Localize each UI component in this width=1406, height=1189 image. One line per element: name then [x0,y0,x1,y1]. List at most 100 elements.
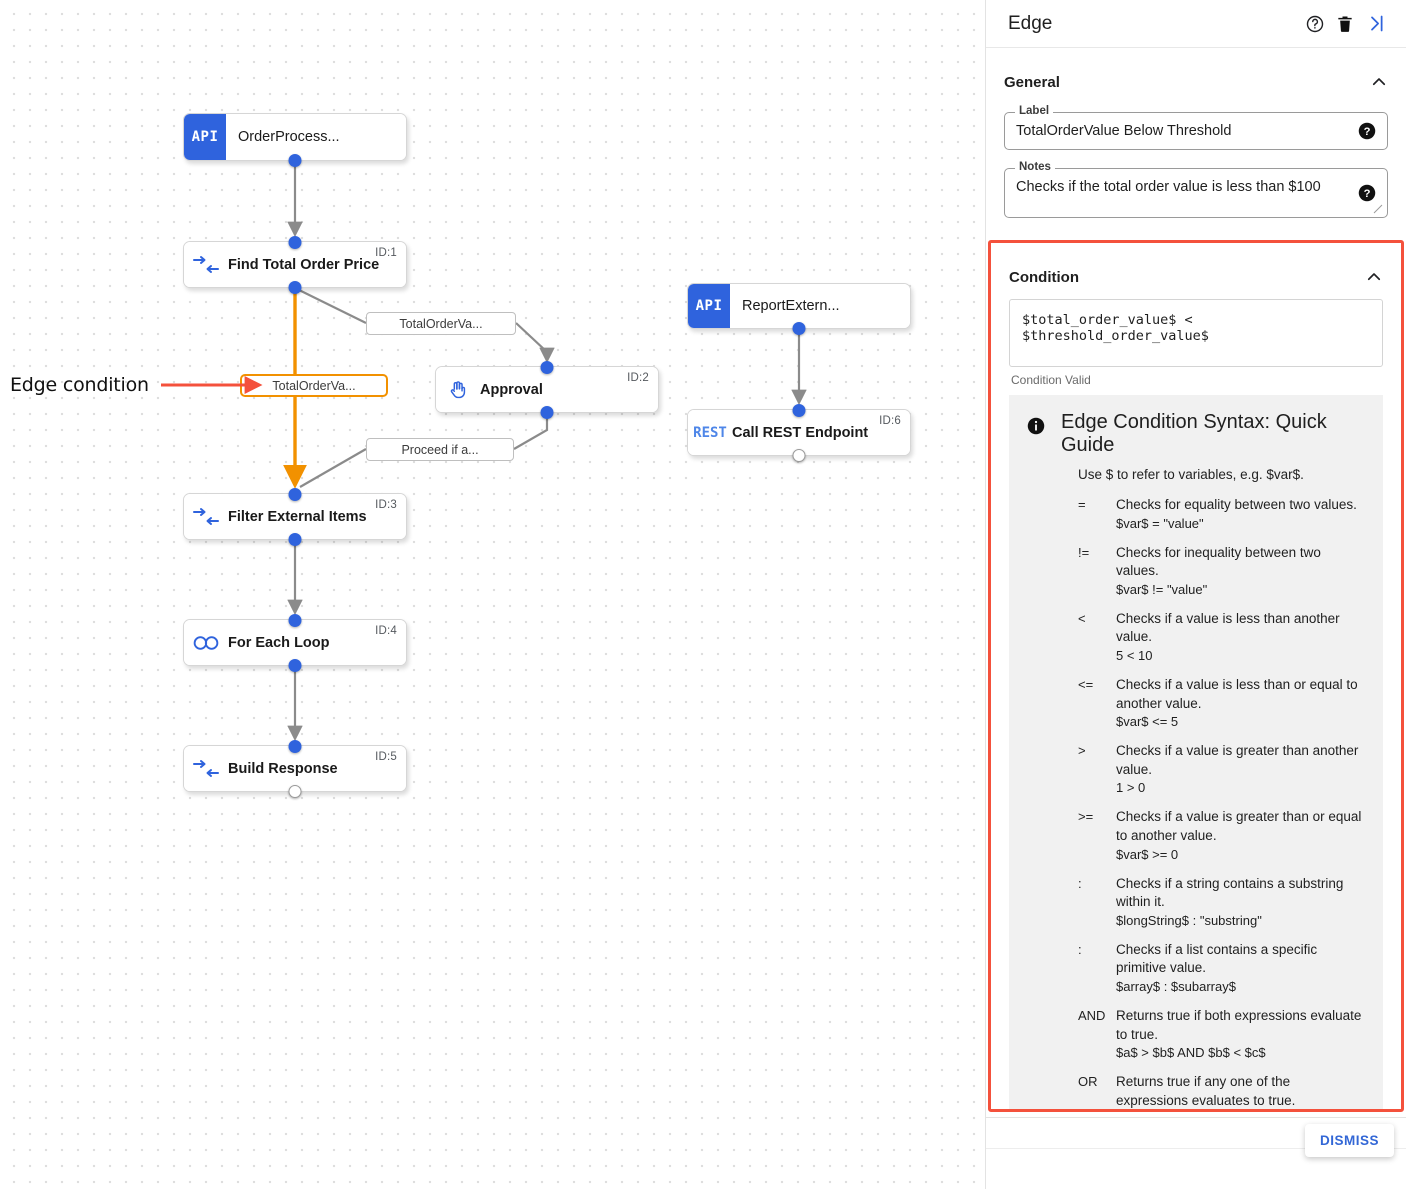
operator-symbol: > [1078,743,1086,759]
node-output-port[interactable] [540,405,554,419]
operator-description: Checks for equality between two values. [1116,497,1357,512]
operator-row: <= Checks if a value is less than or equa… [1078,676,1365,731]
node-input-port[interactable] [288,487,302,501]
condition-status: Condition Valid [1011,373,1091,387]
panel-footer-divider-2 [986,1148,1406,1149]
operator-description: Checks if a value is greater than or equ… [1116,809,1362,843]
node-output-port[interactable] [288,153,302,167]
label-field[interactable]: Label TotalOrderValue Below Threshold ? [1004,105,1388,150]
api-badge: API [184,114,226,160]
operator-example: $var$ <= 5 [1116,714,1179,730]
node-title: OrderProcess... [238,129,340,145]
node-input-port[interactable] [288,739,302,753]
node-output-port[interactable] [288,280,302,294]
operator-description: Checks if a value is greater than anothe… [1116,743,1359,777]
notes-help-icon[interactable]: ? [1358,184,1376,202]
syntax-guide-panel: Edge Condition Syntax: Quick Guide Use $… [1009,395,1383,1112]
operator-description: Checks if a value is less than another v… [1116,610,1340,645]
operator-description: Checks if a string contains a substring … [1116,875,1344,910]
operator-symbol: >= [1078,809,1094,825]
notes-resize-handle[interactable] [1373,204,1383,214]
flow-node[interactable]: API OrderProcess... [183,113,407,167]
operator-description: Checks if a value is less than or equal … [1116,676,1358,711]
operator-symbol: : [1078,941,1082,957]
edge-label-selected[interactable]: TotalOrderVa... [240,374,388,397]
operator-example: $a$ > $b$ AND $b$ < $c$ [1116,1045,1266,1061]
node-title: ReportExtern... [742,298,840,314]
collapse-panel-icon[interactable] [1360,9,1390,39]
operator-description: Returns true if both expressions evaluat… [1116,1007,1362,1042]
flow-canvas[interactable]: API OrderProcess... Find Total Order Price… [0,0,985,1189]
merge-icon [184,255,228,275]
operator-example: $var$ != "value" [1116,581,1208,597]
operator-row: <Checks if a value is less than another … [1078,610,1365,665]
general-section-header[interactable]: General [1004,60,1388,104]
operator-example: $var$ = "value" [1116,515,1204,531]
operator-example: $longString$ : "substring" [1116,912,1262,928]
node-input-port[interactable] [288,613,302,627]
node-id-tag: ID:5 [375,751,397,763]
operator-symbol: AND [1078,1007,1106,1023]
operator-example: 1 > 0 [1116,780,1146,796]
operator-symbol: OR [1078,1074,1098,1090]
condition-section-title: Condition [1009,268,1079,286]
edge-label[interactable]: Proceed if a... [366,438,514,461]
operator-row: AND Returns true if both expressions eval… [1078,1007,1365,1062]
operator-description: Checks if a list contains a specific pri… [1116,941,1318,976]
flow-node[interactable]: For Each Loop ID:4 [183,613,407,672]
node-input-port[interactable] [540,360,554,374]
node-id-tag: ID:4 [375,625,397,637]
node-title: For Each Loop [228,634,330,651]
operator-symbol: = [1078,497,1086,512]
node-output-port[interactable] [288,784,302,798]
operator-row: OR Returns true if any one of the express… [1078,1073,1365,1112]
operator-symbol: <= [1078,676,1094,692]
operator-description: Returns true if any one of the expressio… [1116,1074,1296,1108]
chevron-up-icon[interactable] [1365,268,1383,286]
syntax-guide-subtitle: Use $ to refer to variables, e.g. $var$. [1078,467,1304,482]
node-title: Find Total Order Price [228,256,380,273]
operator-row: = Checks for equality between two values.… [1078,496,1365,533]
info-icon [1027,417,1045,435]
notes-field-value[interactable]: Checks if the total order value is less … [1016,179,1321,195]
svg-text:?: ? [1364,126,1371,138]
node-output-port[interactable] [288,658,302,672]
edges-layer [283,161,807,742]
operator-row: > Checks if a value is greater than anoth… [1078,742,1365,797]
node-id-tag: ID:1 [375,247,397,259]
operator-symbol: != [1078,544,1090,560]
hand-icon [436,379,480,401]
dismiss-button[interactable]: DISMISS [1305,1124,1395,1157]
node-output-port[interactable] [288,532,302,546]
condition-section-header[interactable]: Condition [1009,255,1383,299]
general-section: General Label TotalOrderValue Below Thre… [986,60,1406,218]
notes-field[interactable]: Notes Checks if the total order value is… [1004,161,1388,218]
help-circle-icon[interactable] [1300,9,1330,39]
node-output-port[interactable] [792,448,806,462]
panel-title: Edge [1008,12,1053,34]
condition-section-highlight: Condition $total_order_value$ < $thresho… [988,240,1404,1112]
chevron-up-icon[interactable] [1370,73,1388,91]
node-id-tag: ID:3 [375,499,397,511]
flow-node[interactable]: Build Response ID:5 [183,739,407,798]
operator-example: $a$ > $b$ OR $b$ > $c$ [1116,1110,1365,1112]
delete-icon[interactable] [1330,9,1360,39]
node-input-port[interactable] [288,235,302,249]
merge-icon [184,759,228,779]
label-field-value[interactable]: TotalOrderValue Below Threshold [1016,123,1232,139]
node-title: Approval [480,381,543,398]
edge-label[interactable]: TotalOrderVa... [366,312,516,335]
condition-expression-input[interactable]: $total_order_value$ < $threshold_order_v… [1009,299,1383,367]
node-output-port[interactable] [792,321,806,335]
label-help-icon[interactable]: ? [1358,122,1376,140]
node-title: Build Response [228,760,338,777]
panel-header: Edge [986,0,1406,48]
node-input-port[interactable] [792,403,806,417]
loop-icon [184,634,228,652]
operator-example: 5 < 10 [1116,648,1153,663]
